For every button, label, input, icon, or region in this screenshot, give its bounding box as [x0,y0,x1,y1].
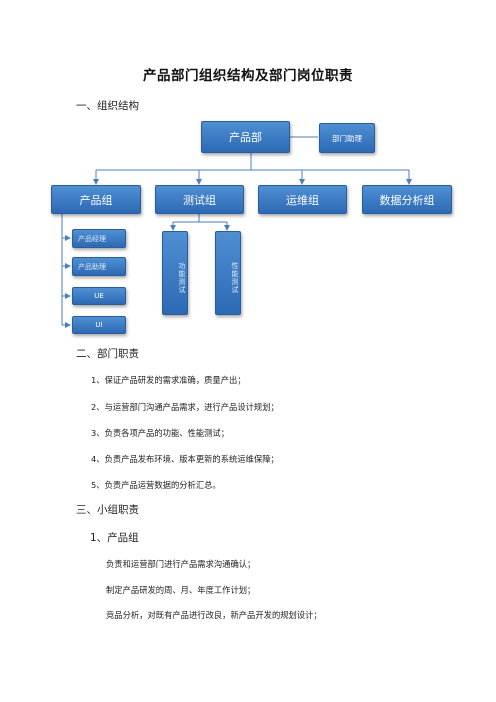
org-chart-connectors [61,136,412,328]
subsection-heading-product-group: 1、产品组 [90,532,139,544]
group-duty-item: 竞品分析，对既有产品进行改良，新产品开发的规划设计； [106,610,322,620]
duty-item: 3、负责各项产品的功能、性能测试； [91,428,230,438]
duty-item: 5、负责产品运营数据的分析汇总。 [91,480,221,490]
org-node-performance-test: 性能测试 [215,231,241,315]
duty-item: 1、保证产品研发的需求准确，质量产出； [91,375,246,385]
org-node-function-test: 功能测试 [162,231,188,315]
section-heading-group-duties: 三、小组职责 [76,504,139,516]
duty-item: 4、负责产品发布环境、版本更新的系统运维保障； [91,454,279,464]
section-heading-dept-duties: 二、部门职责 [76,348,139,360]
org-node-root: 产品部 [201,121,290,153]
section-heading-org-structure: 一、组织结构 [76,100,139,112]
duty-item: 2、与运营部门沟通产品需求，进行产品设计规划； [91,402,279,412]
org-node-ui: UI [72,316,126,334]
org-node-test-group: 测试组 [155,185,244,214]
org-node-product-manager: 产品经理 [72,229,126,248]
page-title: 产品部门组织结构及部门岗位职责 [143,68,353,84]
group-duty-item: 负责和运营部门进行产品需求沟通确认； [106,559,256,569]
org-node-product-group: 产品组 [51,185,141,214]
org-node-ops-group: 运维组 [258,185,347,214]
org-node-data-group: 数据分析组 [362,185,452,214]
org-node-product-assistant: 产品助理 [72,257,126,276]
group-duty-item: 制定产品研发的周、月、年度工作计划； [106,585,256,595]
org-node-ue: UE [72,287,126,305]
org-node-assistant: 部门助理 [319,123,375,153]
